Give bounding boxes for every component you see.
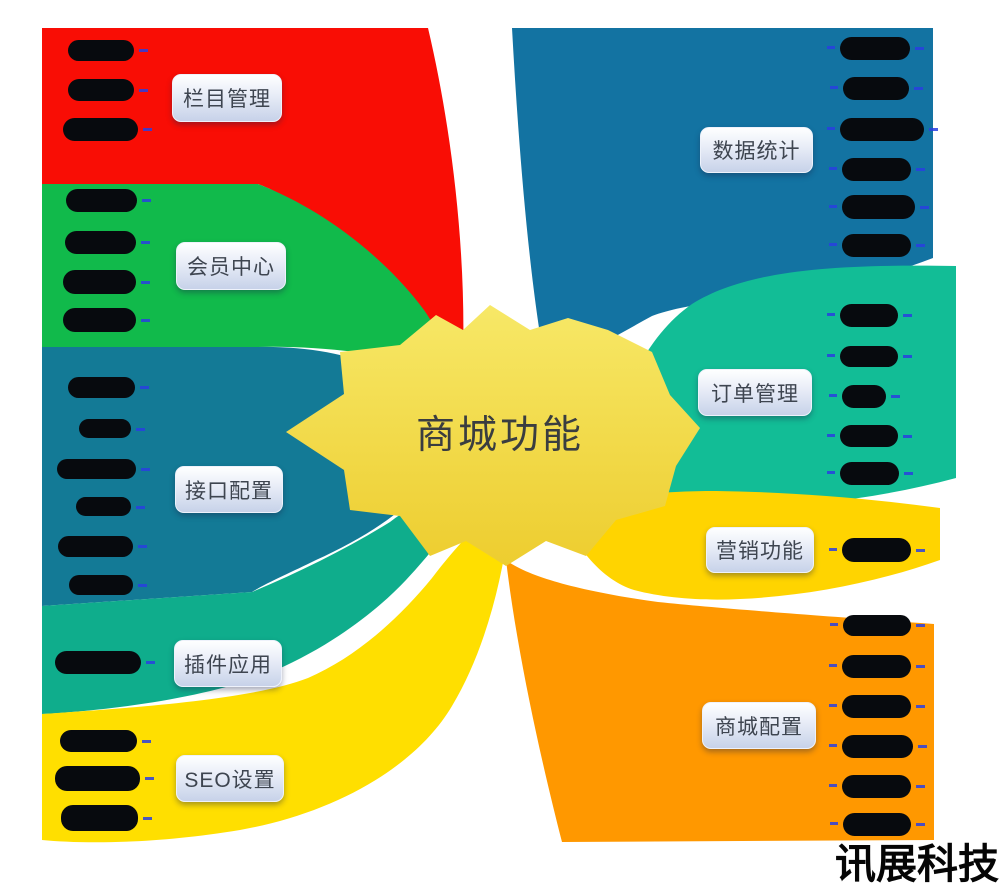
leaf-topic-pill[interactable] [830,77,923,100]
central-topic[interactable]: 商城功能 [415,414,584,457]
leaf-topic-pill[interactable] [829,195,929,219]
leaf-topic-pill[interactable] [69,575,147,595]
leaf-topic-pill[interactable] [829,655,925,678]
leaf-topic-pill[interactable] [827,304,912,327]
leaf-topic-pill[interactable] [830,615,925,636]
leaf-topic-pill[interactable] [66,189,151,212]
branch-node-member-center[interactable]: 会员中心 [176,242,286,290]
leaf-topic-pill[interactable] [55,651,155,674]
branch-area-mall-config [506,560,934,842]
leaf-topic-pill[interactable] [65,231,150,254]
leaf-topic-pill[interactable] [829,735,927,758]
leaf-topic-pill[interactable] [830,813,925,836]
branch-node-data-statistics[interactable]: 数据统计 [700,127,813,173]
leaf-topic-pill[interactable] [63,118,152,141]
central-topic-shape [286,305,700,566]
branch-node-marketing[interactable]: 营销功能 [706,527,814,573]
leaf-topic-pill[interactable] [829,695,925,718]
branch-node-plugin-apps[interactable]: 插件应用 [174,640,282,687]
leaf-topic-pill[interactable] [827,118,938,141]
leaf-topic-pill[interactable] [829,158,925,181]
branch-node-api-config[interactable]: 接口配置 [175,466,283,513]
branch-area-seo-settings [42,498,512,843]
leaf-topic-pill[interactable] [68,79,148,101]
branch-area-data-statistics [512,28,933,380]
branch-node-mall-config[interactable]: 商城配置 [702,702,816,749]
leaf-topic-pill[interactable] [829,234,925,257]
leaf-topic-pill[interactable] [63,270,150,294]
leaf-topic-pill[interactable] [827,462,913,485]
branch-area-column-management [42,28,464,358]
leaf-topic-pill[interactable] [79,419,145,438]
leaf-topic-pill[interactable] [68,377,149,398]
leaf-topic-pill[interactable] [58,536,147,557]
branch-node-order-management[interactable]: 订单管理 [698,369,812,416]
watermark-logo: 讯展科技 [835,841,999,887]
branch-node-seo-settings[interactable]: SEO设置 [176,755,284,802]
leaf-topic-pill[interactable] [76,497,145,516]
leaf-topic-pill[interactable] [829,385,900,408]
leaf-topic-pill[interactable] [61,805,152,831]
leaf-topic-pill[interactable] [827,425,912,447]
leaf-topic-pill[interactable] [829,775,925,798]
leaf-topic-pill[interactable] [55,766,154,791]
leaf-topic-pill[interactable] [57,459,150,479]
leaf-topic-pill[interactable] [68,40,148,61]
leaf-topic-pill[interactable] [829,538,925,562]
leaf-topic-pill[interactable] [827,37,924,60]
leaf-topic-pill[interactable] [827,346,912,367]
leaf-topic-pill[interactable] [63,308,150,332]
leaf-topic-pill[interactable] [60,730,151,752]
branch-node-column-management[interactable]: 栏目管理 [172,74,282,122]
branch-area-plugin-apps [42,490,468,714]
